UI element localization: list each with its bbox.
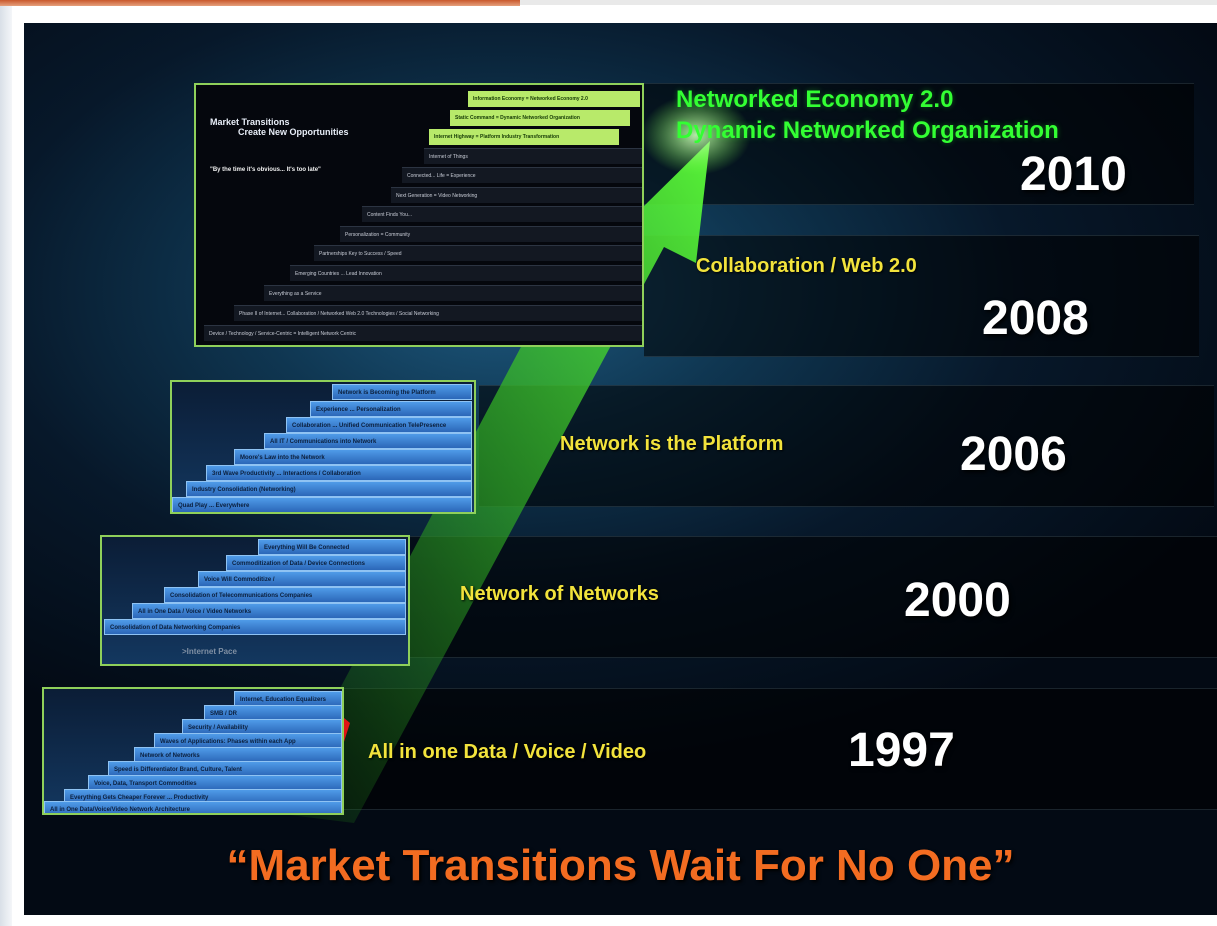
thumb-2006-step: Network is Becoming the Platform (332, 384, 472, 400)
thumb-2006-step: Experience ... Personalization (310, 401, 472, 417)
thumb-2010-step: Content Finds You... (362, 206, 642, 222)
thumb-2000-step: Everything Will Be Connected (258, 539, 406, 555)
year-1997: 1997 (848, 724, 955, 777)
thumb-2010-step: Internet Highway = Platform Industry Tra… (429, 129, 619, 145)
band-2008 (644, 235, 1199, 357)
thumb-2000-step: All in One Data / Voice / Video Networks (132, 603, 406, 619)
thumb-2010-step: Partnerships Key to Success / Speed (314, 245, 642, 261)
tagline: “Market Transitions Wait For No One” (226, 841, 1015, 890)
year-2000: 2000 (904, 574, 1011, 627)
thumb-2010-step: Emerging Countries ... Lead Innovation (290, 265, 642, 281)
thumb-2000-step: Consolidation of Telecommunications Comp… (164, 587, 406, 603)
thumb-2006-step: Industry Consolidation (Networking) (186, 481, 472, 497)
thumb-1997-step: All in One Data/Voice/Video Network Arch… (44, 801, 342, 813)
thumb-2010-step: Device / Technology / Service-Centric = … (204, 325, 642, 341)
label-2006: Network is the Platform (560, 433, 784, 455)
window-top-edge-right (520, 0, 1217, 5)
slide-image: Market Transitions Create New Opportunit… (24, 23, 1217, 915)
thumb-2010-title: Market Transitions Create New Opportunit… (210, 117, 349, 137)
thumb-2006-step: Moore's Law into the Network (234, 449, 472, 465)
thumb-2000-step: Commoditization of Data / Device Connect… (226, 555, 406, 571)
thumb-2006-step: Quad Play ... Everywhere (172, 497, 472, 512)
window-top-edge (0, 0, 520, 6)
window-left-edge (0, 0, 12, 926)
label-1997: All in one Data / Voice / Video (368, 741, 647, 763)
thumb-2006-step: 3rd Wave Productivity ... Interactions /… (206, 465, 472, 481)
thumb-2000-internet-pace: >Internet Pace (182, 647, 237, 656)
thumb-2000: Everything Will Be Connected Commoditiza… (100, 535, 410, 666)
label-2010-line1: Networked Economy 2.0 (676, 86, 954, 113)
year-2006: 2006 (960, 428, 1067, 481)
thumb-2010-step: Connected... Life = Experience (402, 167, 642, 183)
thumb-2000-step: Consolidation of Data Networking Compani… (104, 619, 406, 635)
label-2010-line2: Dynamic Networked Organization (676, 117, 1059, 144)
thumb-2010-step: Everything as a Service (264, 285, 642, 301)
thumb-2010-title-line1: Market Transitions (210, 117, 290, 127)
thumb-2010-step: Information Economy = Networked Economy … (468, 91, 640, 107)
thumb-2000-step: Voice Will Commoditize / (198, 571, 406, 587)
year-2010: 2010 (1020, 148, 1127, 201)
thumb-2010-step: Static Command = Dynamic Networked Organ… (450, 110, 630, 126)
label-2000: Network of Networks (460, 583, 659, 605)
thumb-2006-step: All IT / Communications into Network (264, 433, 472, 449)
thumb-2010-step: Personalization = Community (340, 226, 642, 242)
thumb-2006-step: Collaboration ... Unified Communication … (286, 417, 472, 433)
label-2008: Collaboration / Web 2.0 (696, 255, 917, 277)
thumb-2010-step: Internet of Things (424, 148, 642, 164)
thumb-2010-step: Phase II of Internet... Collaboration / … (234, 305, 642, 321)
thumb-2006: Network is Becoming the Platform Experie… (170, 380, 476, 514)
thumb-2010-title-line2: Create New Opportunities (238, 127, 349, 137)
thumb-1997: Internet, Education Equalizers SMB / DR … (42, 687, 344, 815)
thumb-2010-quote: "By the time it's obvious... It's too la… (210, 167, 321, 173)
thumb-2010: Market Transitions Create New Opportunit… (194, 83, 644, 347)
year-2008: 2008 (982, 292, 1089, 345)
thumb-2010-step: Next Generation = Video Networking (391, 187, 642, 203)
